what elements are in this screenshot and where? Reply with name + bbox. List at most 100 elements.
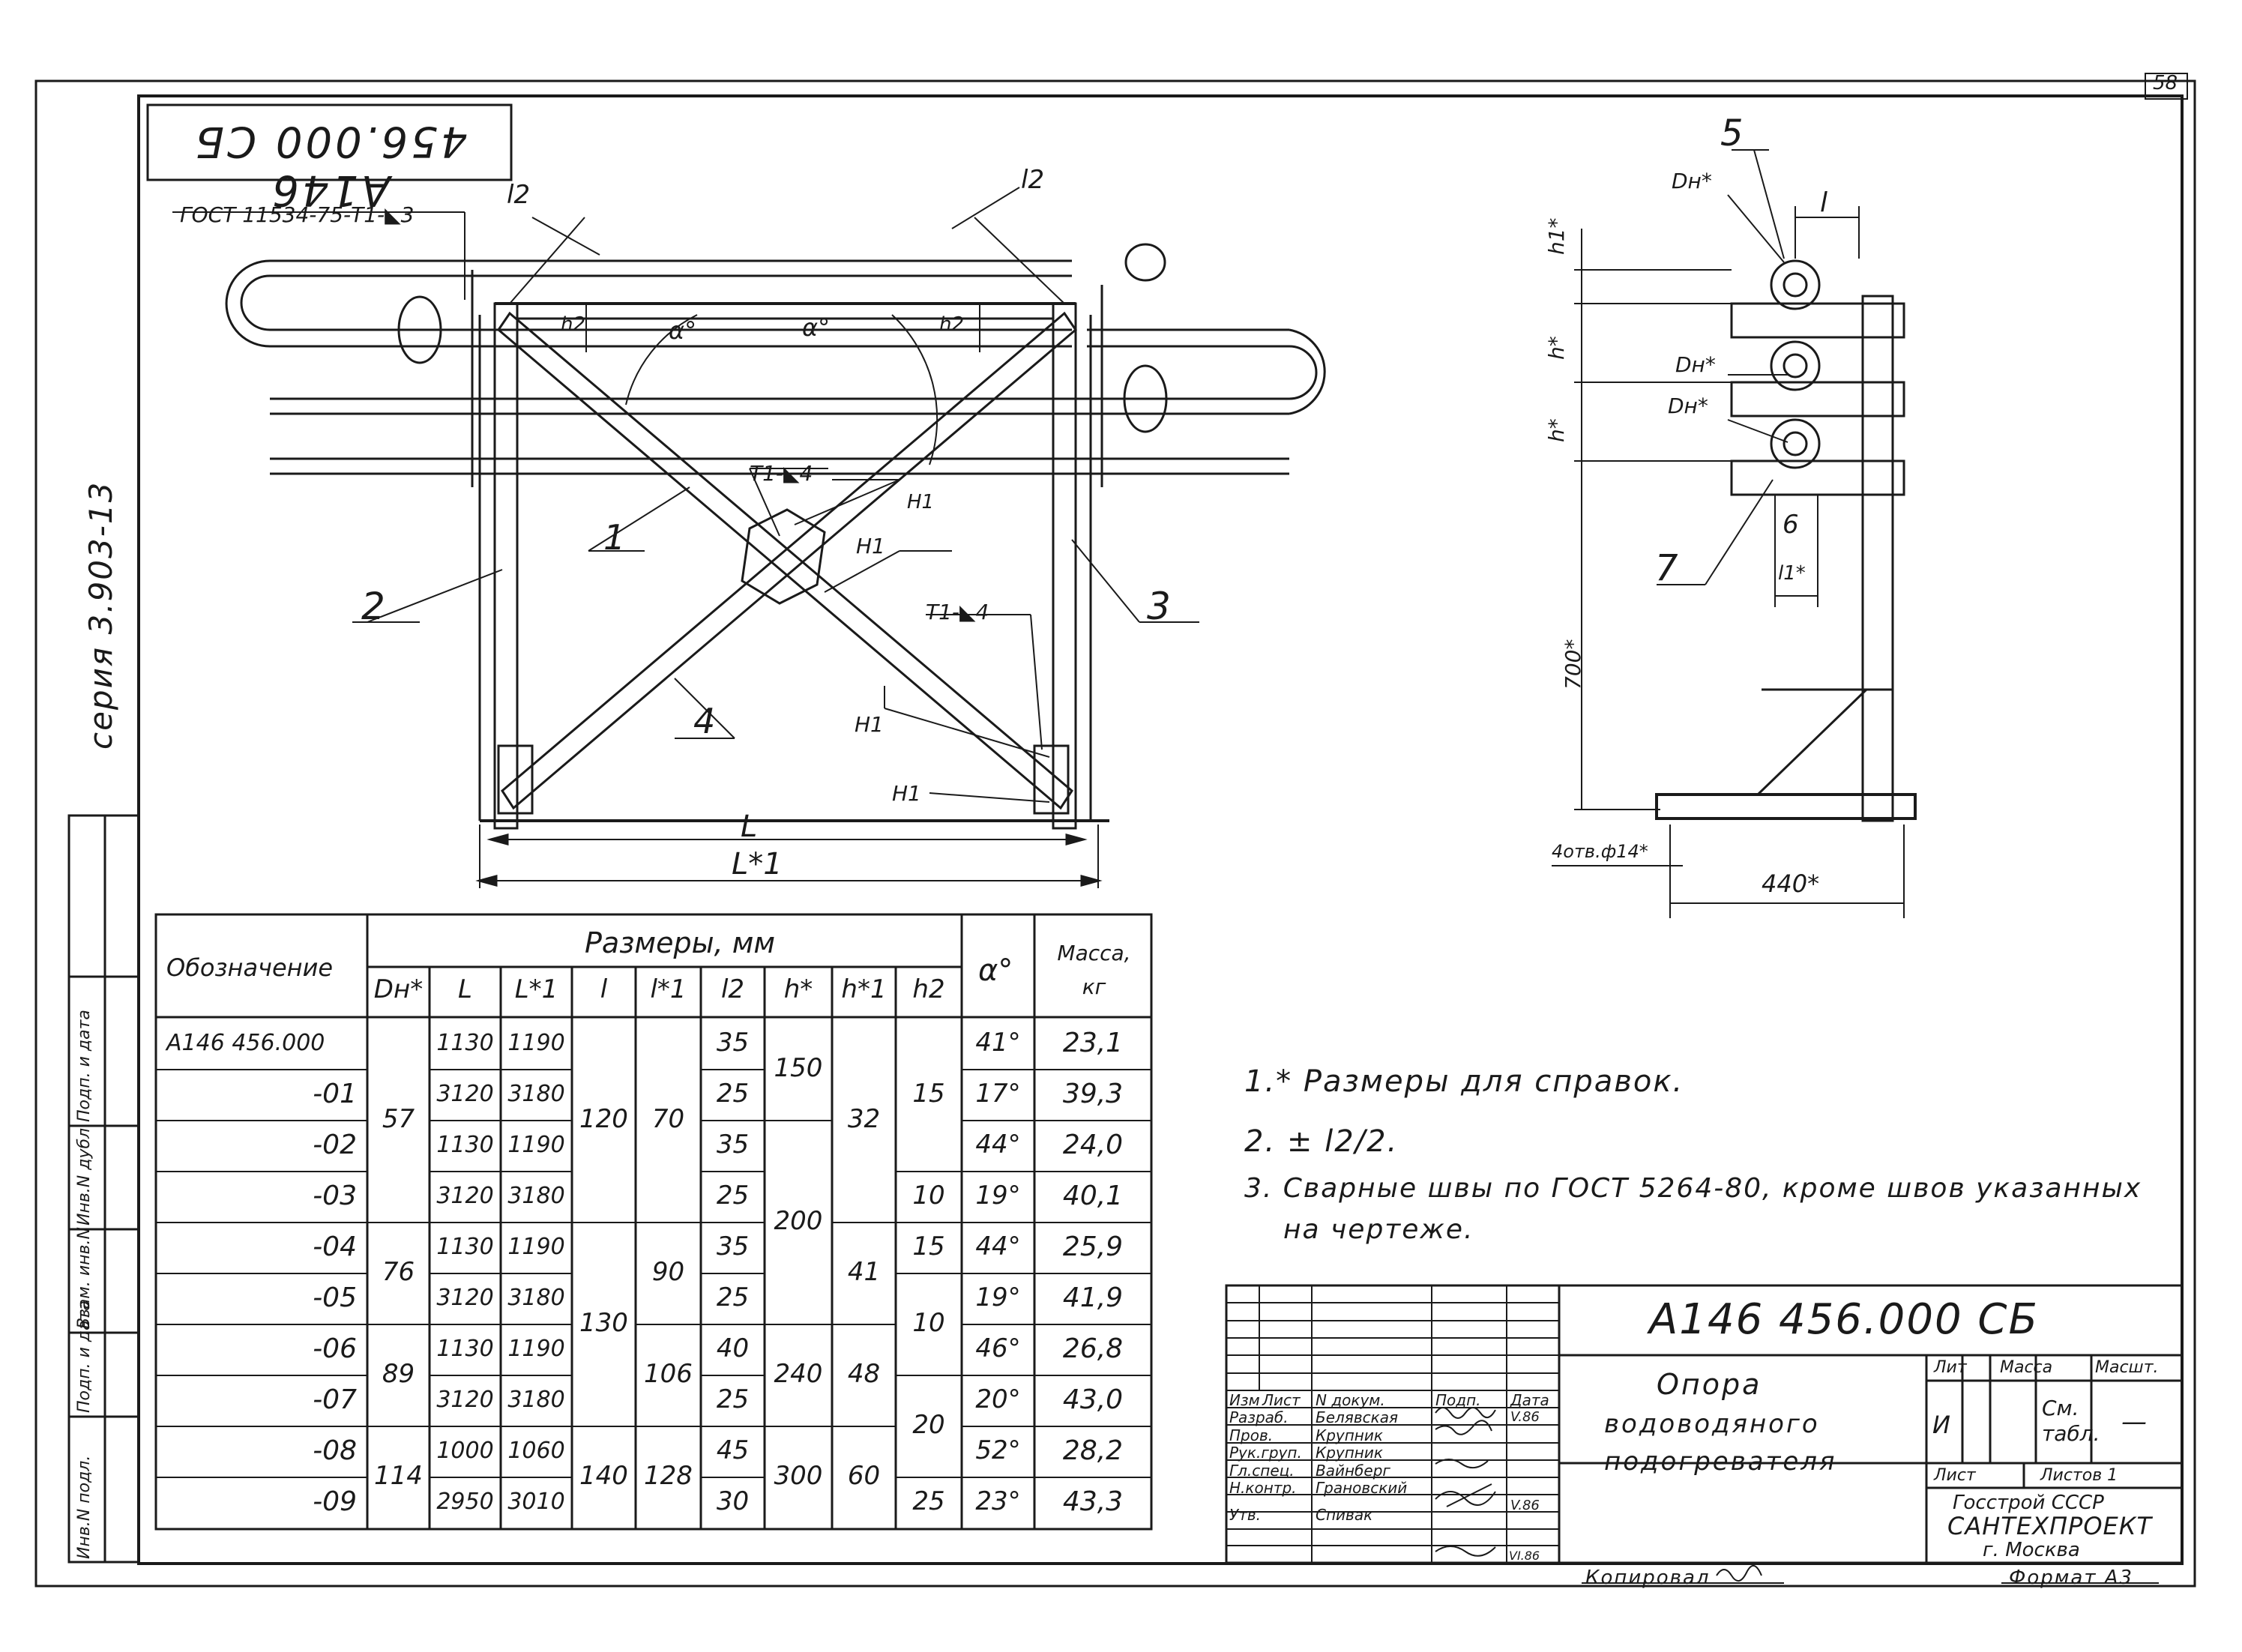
tb-date-1: V.86 [1510,1409,1540,1425]
table-cell-dn: 76 [382,1257,415,1287]
tb-person-name: Грановский [1316,1479,1408,1497]
side-stamp-3: Взам. инв.N [75,1227,94,1329]
side-view-lines [1552,149,1917,918]
table-row-designation: -04 [313,1231,357,1262]
table-cell-h2: 10 [912,1181,945,1211]
title-block-grid [1225,1284,2184,1564]
table-cell-l2: 40 [716,1333,750,1363]
table-row-designation: А146 456.000 [166,1029,325,1056]
front-view-lines [172,187,1326,888]
position-2: 2 [361,585,385,628]
table-cell-mass: 43,3 [1062,1486,1124,1517]
table-row-designation: -05 [313,1282,357,1313]
side-stamp-grid [67,814,140,1564]
position-4: 4 [693,701,716,741]
tb-role: Рук.груп. [1229,1444,1302,1462]
table-cell-L1: 3180 [507,1080,565,1107]
table-cell-L1: 1190 [507,1335,565,1362]
dim-h1: h1* [1544,217,1569,255]
table-cell-l2: 35 [716,1028,750,1058]
title-doc-number: А146 456.000 СБ [1649,1295,2039,1344]
table-cell-L: 1130 [436,1131,494,1158]
sheet-number: 58 [2153,72,2178,94]
table-cell-h2: 15 [912,1079,945,1109]
table-cell-mass: 41,9 [1062,1282,1124,1313]
table-cell-h1: 32 [847,1104,881,1134]
table-cell-mass: 24,0 [1062,1129,1124,1160]
table-subheader: h* [783,974,813,1004]
table-cell-l2: 25 [716,1079,750,1109]
table-cell-h2: 25 [912,1486,945,1516]
table-header-sizes: Размеры, мм [585,926,776,959]
table-cell-L1: 3180 [507,1284,565,1311]
weld-t1-d4-right: Т1-◣4 [926,600,989,624]
table-row-designation: -09 [313,1486,357,1517]
dim-h-a: h* [1544,336,1569,360]
table-subheader: h2 [912,974,945,1004]
tb-person-name: Крупник [1316,1426,1383,1444]
note-3-cont: на чертеже. [1283,1214,1474,1245]
table-cell-h1: 48 [847,1359,881,1389]
table-cell-h2: 20 [912,1410,945,1440]
angle-right: α° [802,313,831,342]
tb-date-2: V.86 [1510,1498,1540,1513]
table-cell-L1: 1190 [507,1131,565,1158]
table-cell-L1: 1060 [507,1437,565,1464]
tb-role: Пров. [1229,1426,1274,1444]
tb-head-cell: Дата [1510,1391,1549,1409]
tb-person-name: Вайнберг [1316,1461,1390,1480]
table-cell-alpha: 41° [975,1028,1021,1058]
table-header-alpha: α° [978,953,1013,988]
table-cell-alpha: 46° [975,1333,1021,1363]
table-cell-alpha: 17° [975,1079,1021,1109]
dim-l1: l1* [1778,562,1806,585]
tb-date-3: VI.86 [1509,1549,1540,1563]
table-cell-L: 3120 [436,1080,494,1107]
table-cell-L1: 1190 [507,1233,565,1260]
table-cell-h1: 60 [847,1461,881,1491]
table-cell-alpha: 44° [975,1130,1021,1160]
table-cell-L: 1000 [436,1437,494,1464]
table-cell-L: 1130 [436,1029,494,1056]
table-row-designation: -07 [313,1384,357,1415]
table-cell-dn: 114 [374,1461,423,1491]
table-cell-h2: 10 [912,1308,945,1338]
table-subheader: l*1 [650,974,687,1004]
table-cell-l2: 45 [716,1435,750,1465]
table-subheader: l2 [720,974,745,1004]
note-1: 1.* Размеры для справок. [1244,1064,1684,1099]
side-stamp-5: Подп. и дата [75,1010,94,1122]
weld-h1-top: Н1 [907,491,935,513]
table-row-designation: -02 [313,1129,357,1160]
holes-label: 4отв.ф14* [1552,841,1648,862]
table-cell-h: 150 [774,1053,823,1083]
gost-weld-label: ГОСТ 11534-75-Т1-◣3 [180,202,415,227]
table-cell-l2: 25 [716,1384,750,1414]
title-line-2: водоводяного [1604,1409,1820,1439]
table-cell-alpha: 20° [975,1384,1021,1414]
dim-l: l [1820,187,1828,218]
dn-label-1: Dн* [1672,169,1712,193]
table-cell-h1: 41 [847,1257,881,1287]
dim-h2-left: h2 [561,313,586,336]
table-cell-dn: 57 [382,1104,415,1134]
table-cell-mass: 26,8 [1062,1333,1124,1364]
table-cell-l2: 25 [716,1181,750,1211]
table-cell-l2: 35 [716,1232,750,1261]
table-cell-h2: 15 [912,1232,945,1261]
weld-h1-lower: Н1 [855,712,884,737]
table-cell-l1: 90 [651,1257,685,1287]
table-cell-mass: 25,9 [1062,1231,1124,1262]
note-3: 3. Сварные швы по ГОСТ 5264-80, кроме шв… [1244,1173,2142,1204]
table-subheader: l [600,974,608,1004]
table-row-designation: -06 [313,1333,357,1364]
stamp-box [146,103,513,181]
table-cell-L1: 3180 [507,1182,565,1209]
table-cell-L1: 3010 [507,1488,565,1515]
table-cell-h: 300 [774,1461,823,1491]
side-stamp-4: Инв.N дубл. [75,1122,94,1226]
angle-left: α° [669,316,697,345]
table-cell-dn: 89 [382,1359,415,1389]
table-cell-mass: 40,1 [1062,1180,1124,1211]
